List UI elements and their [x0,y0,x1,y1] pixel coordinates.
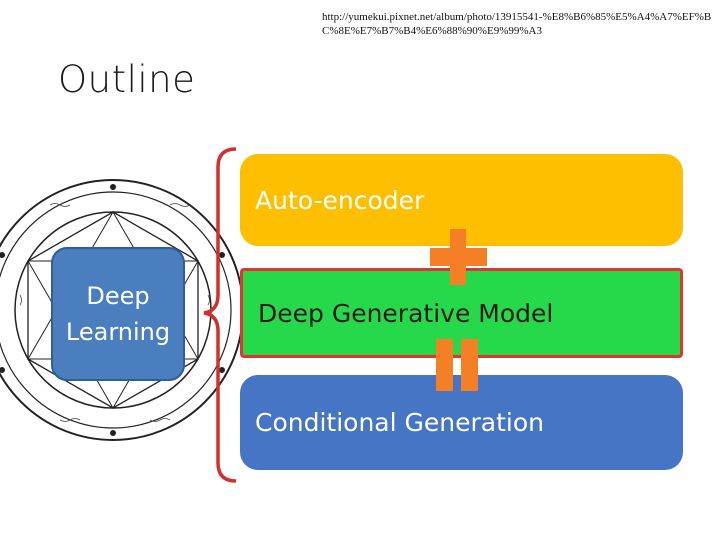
deep-learning-label-line1: Deep [86,282,150,310]
conditional-generation-label: Conditional Generation [255,408,544,437]
deep-generative-model-label: Deep Generative Model [258,298,554,328]
auto-encoder-label: Auto-encoder [255,186,425,215]
plus-icon-horizontal-bar [430,248,487,266]
deep-learning-box: Deep Learning [51,247,185,381]
deep-learning-label-line2: Learning [65,318,171,346]
curly-brace-icon [203,147,237,483]
equals-icon-right-bar [461,339,478,391]
slide-title: Outline [58,58,196,101]
equals-icon-left-bar [436,339,453,391]
source-url: http://yumekui.pixnet.net/album/photo/13… [322,11,712,37]
